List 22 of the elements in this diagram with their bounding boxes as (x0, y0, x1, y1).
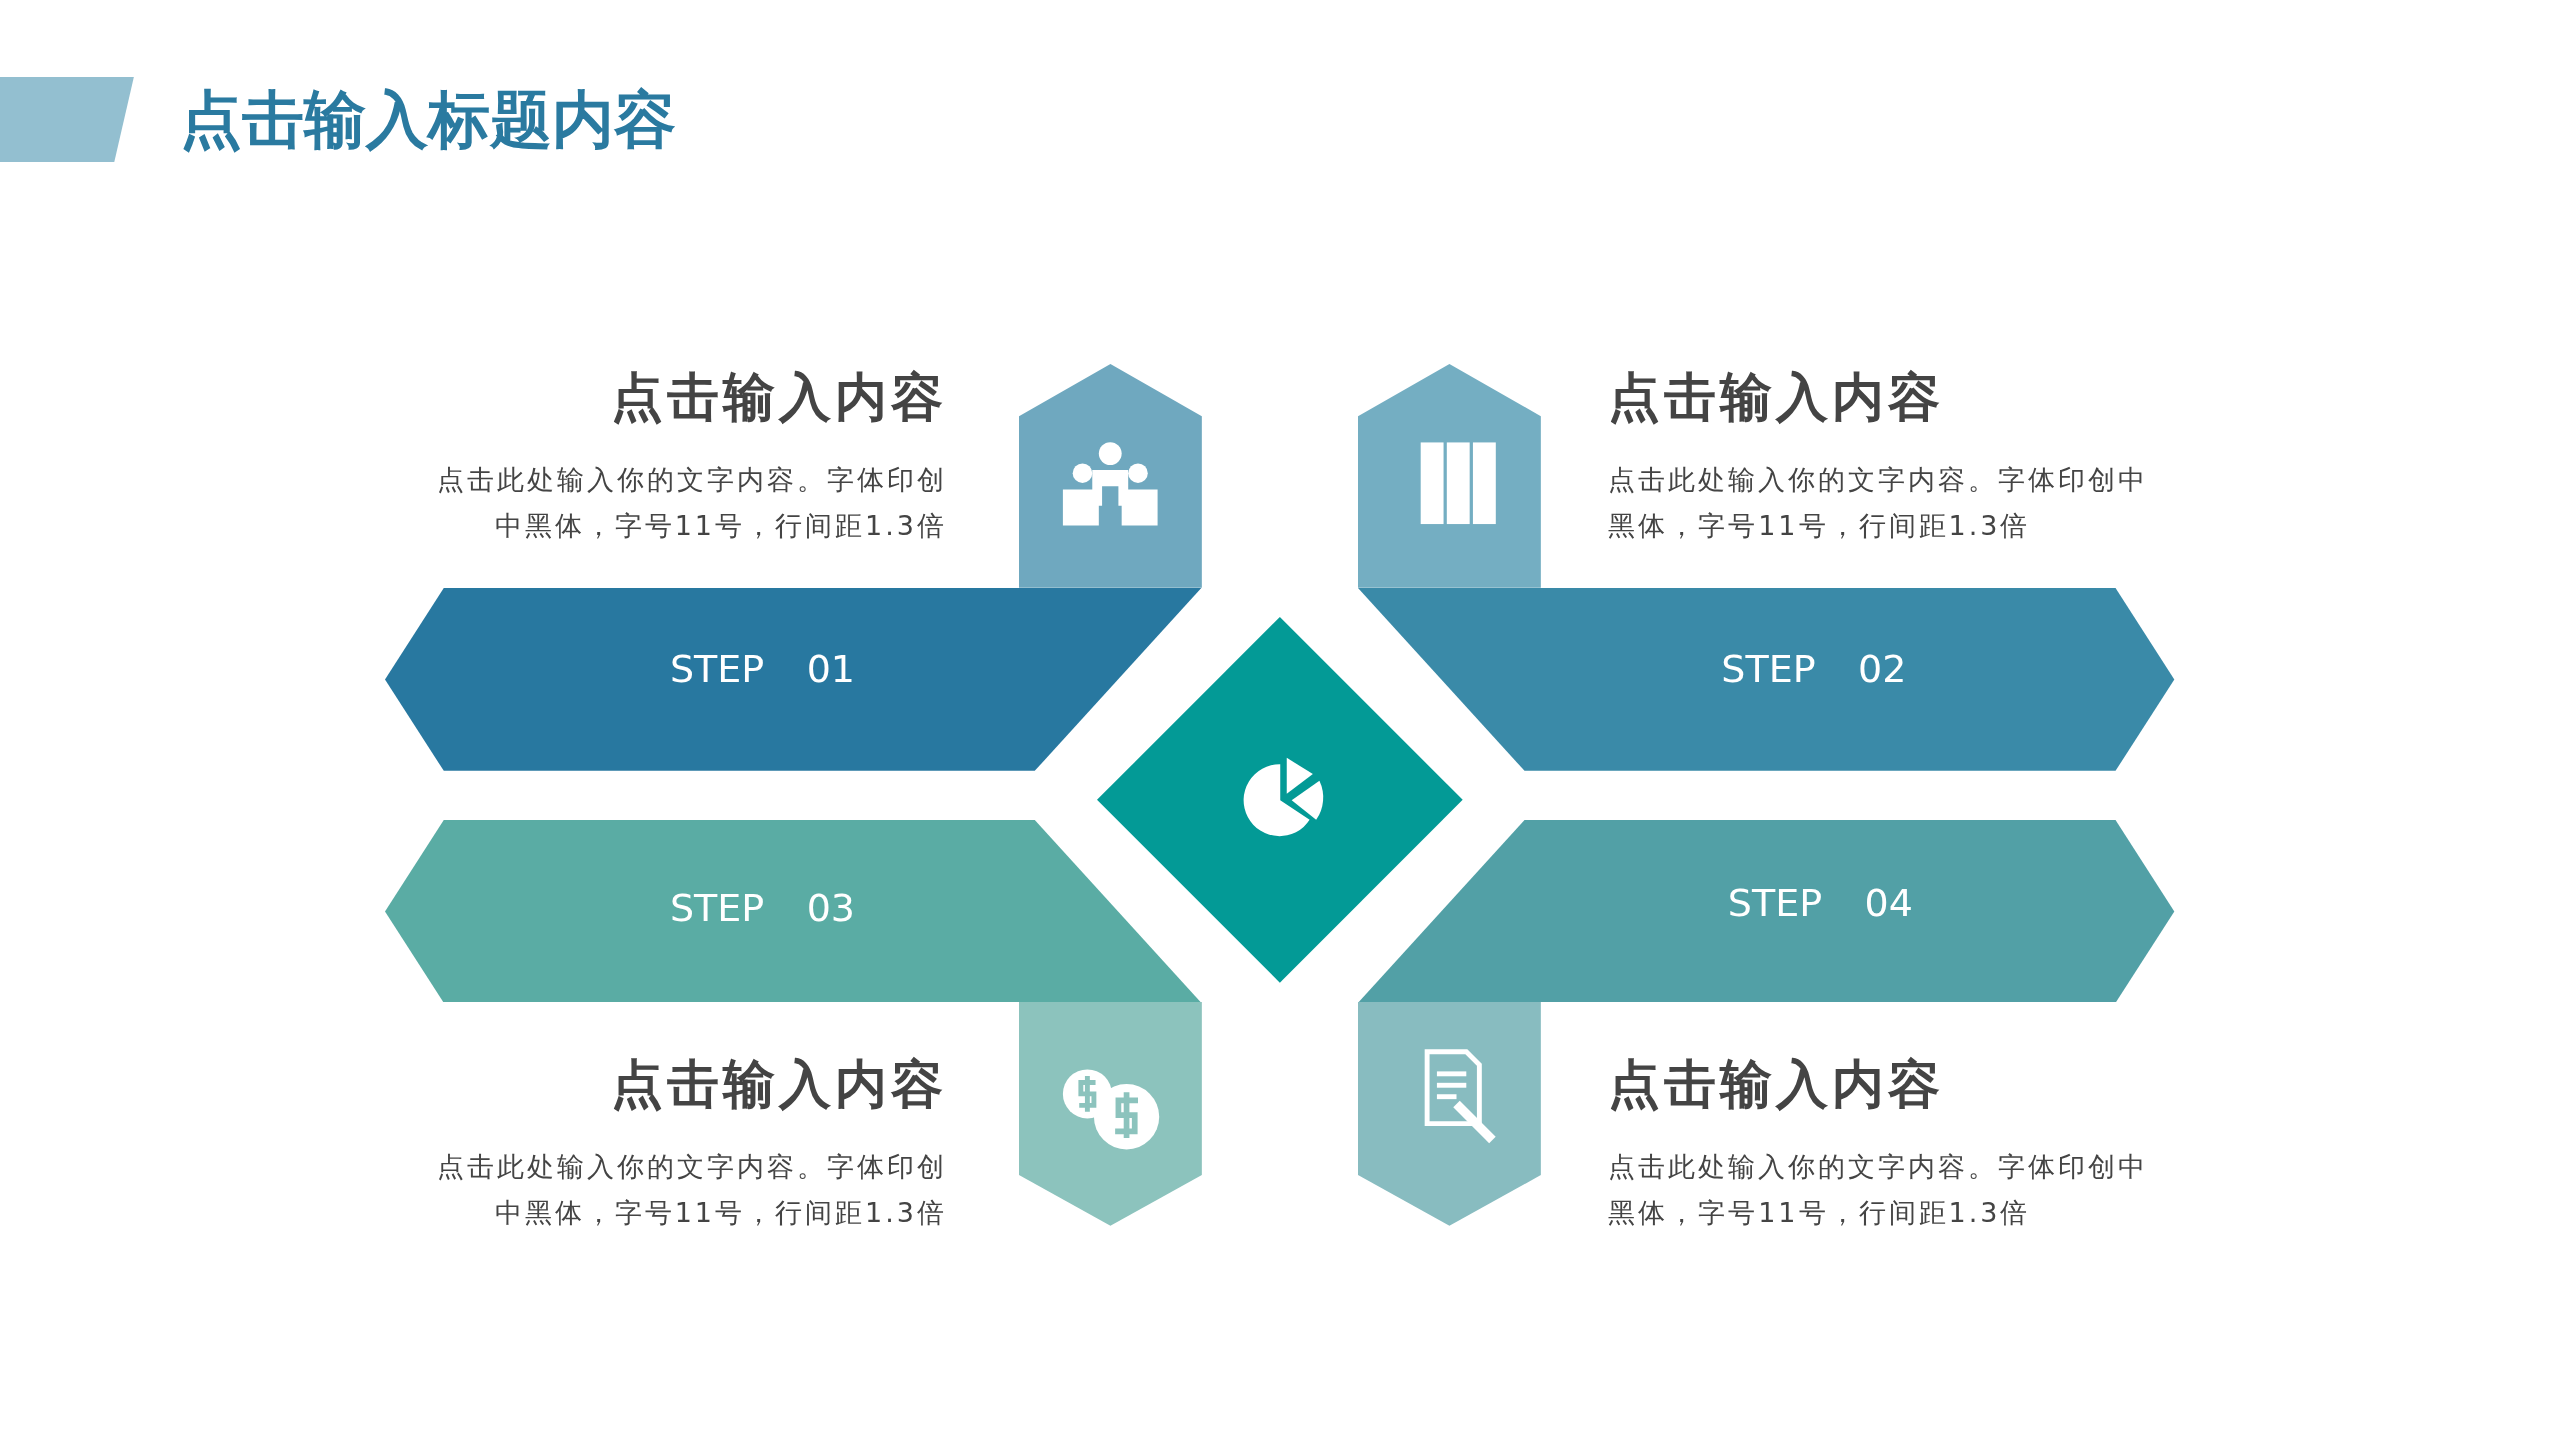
section-heading: 点击输入内容 (1608, 365, 1946, 429)
step-arrow-banner (1358, 819, 2175, 1003)
body-text: 点击此处输入你的文字内容。字体印创中黑体，字号11号，行间距1.3倍 (1608, 1150, 2150, 1231)
step-label: STEP 03 (669, 888, 855, 927)
step-arrow-banner (1358, 587, 2175, 771)
step-label: STEP 04 (1727, 883, 1913, 922)
step-label: STEP 01 (669, 650, 855, 689)
hexagon-tab (1018, 1002, 1202, 1227)
hexagon-tab (1018, 364, 1202, 588)
hexagon-tab (1358, 1002, 1542, 1227)
body-text: 点击此处输入你的文字内容。字体印创中黑体，字号11号，行间距1.3倍 (435, 463, 947, 544)
body-text: 点击此处输入你的文字内容。字体印创中黑体，字号11号，行间距1.3倍 (435, 1150, 947, 1231)
center-diamond (1097, 617, 1463, 983)
hexagon-tab (1358, 364, 1542, 588)
step-arrow-banner (385, 587, 1202, 771)
body-text: 点击此处输入你的文字内容。字体印创中黑体，字号11号，行间距1.3倍 (1608, 463, 2150, 544)
section-heading: 点击输入内容 (609, 365, 947, 429)
section-heading: 点击输入内容 (1608, 1053, 1946, 1116)
section-heading: 点击输入内容 (609, 1053, 947, 1116)
step-arrow-banner (385, 819, 1202, 1003)
step-label: STEP 02 (1721, 650, 1907, 689)
slide-title: 点击输入标题内容 (179, 82, 676, 159)
